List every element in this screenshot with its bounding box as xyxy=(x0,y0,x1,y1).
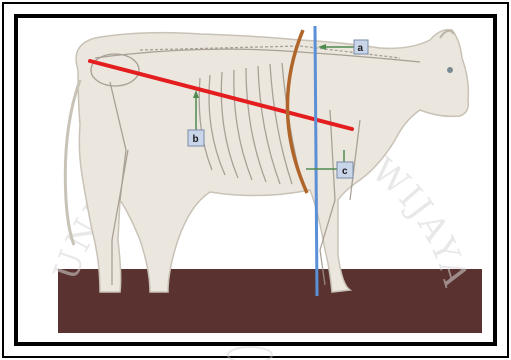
ground-rectangle xyxy=(58,269,482,333)
label-b: b xyxy=(193,134,199,145)
shoulder-height-line xyxy=(315,26,317,296)
watermark-emblem xyxy=(228,347,272,360)
label-a: a xyxy=(358,43,364,54)
label-c: c xyxy=(342,166,348,177)
